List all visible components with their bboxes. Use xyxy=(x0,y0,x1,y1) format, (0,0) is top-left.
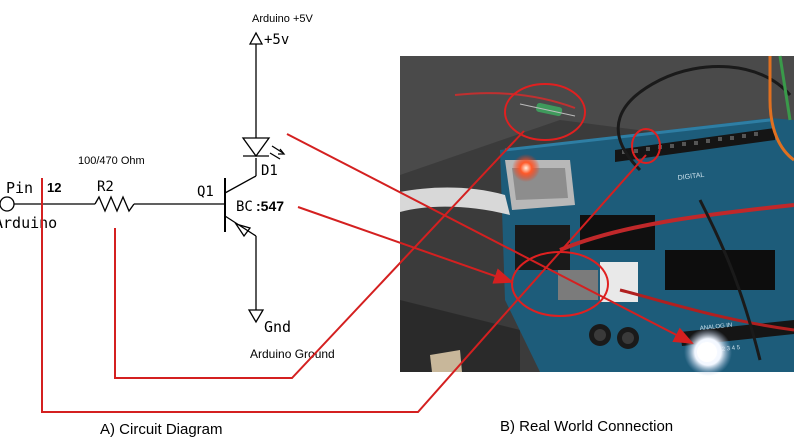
transistor-connector-arrow xyxy=(297,206,514,284)
red-wire-lower xyxy=(619,288,794,332)
resistor-ref: R2 xyxy=(97,179,114,195)
pin-terminal-icon xyxy=(0,196,15,212)
pin-highlight xyxy=(631,128,661,164)
led-connector-arrow xyxy=(286,133,694,344)
led-light-icon xyxy=(271,145,284,154)
pin-word: Pin xyxy=(6,179,33,197)
atmega-chip xyxy=(665,250,775,290)
ground-symbol-icon xyxy=(247,309,265,324)
photo-resistor xyxy=(536,102,563,117)
supply-symbol: +5v xyxy=(264,32,289,48)
real-world-photo: DIGITAL ANALOG IN 0 1 2 3 4 5 xyxy=(400,55,794,376)
transistor-part-prefix: BC xyxy=(236,199,253,215)
green-wire xyxy=(778,55,792,121)
ground-symbol-label: Gnd xyxy=(264,318,291,336)
circuit-diagram xyxy=(0,31,286,324)
caption-circuit-diagram: A) Circuit Diagram xyxy=(100,421,223,438)
transistor-ref: Q1 xyxy=(197,184,214,200)
digital-silkscreen: DIGITAL xyxy=(677,172,704,182)
onboard-led-glow xyxy=(512,154,540,182)
pin-connector-line xyxy=(41,154,647,413)
caption-real-world: B) Real World Connection xyxy=(500,418,673,435)
annotation-connectors xyxy=(41,130,694,413)
resistor-connector-line xyxy=(114,130,525,379)
black-wire xyxy=(616,65,792,172)
analog-silkscreen: ANALOG IN xyxy=(700,323,733,332)
red-wire-middle xyxy=(559,203,794,252)
led-symbol-icon xyxy=(241,137,271,158)
resistor-value: 100/470 Ohm xyxy=(78,155,145,167)
pin-source: Arduino xyxy=(0,214,57,232)
usb-cable xyxy=(400,187,510,215)
transistor-collector xyxy=(224,175,257,194)
transistor-body xyxy=(600,262,638,302)
emitter-arrow-icon xyxy=(234,222,252,238)
supply-label: Arduino +5V xyxy=(252,13,314,25)
schematic-labels: Arduino +5V +5v D1 100/470 Ohm R2 Q1 BC … xyxy=(0,13,335,361)
pin-number: 12 xyxy=(47,180,61,195)
resistor-symbol xyxy=(94,195,135,213)
orange-wire xyxy=(768,56,794,162)
red-wire-top xyxy=(454,92,576,109)
transistor-emitter xyxy=(224,215,257,237)
led-ref: D1 xyxy=(261,163,278,179)
ground-label: Arduino Ground xyxy=(250,347,335,361)
resistor-highlight xyxy=(504,83,586,141)
supply-arrow-icon xyxy=(248,31,264,45)
transistor-part-number: :547 xyxy=(256,198,284,214)
